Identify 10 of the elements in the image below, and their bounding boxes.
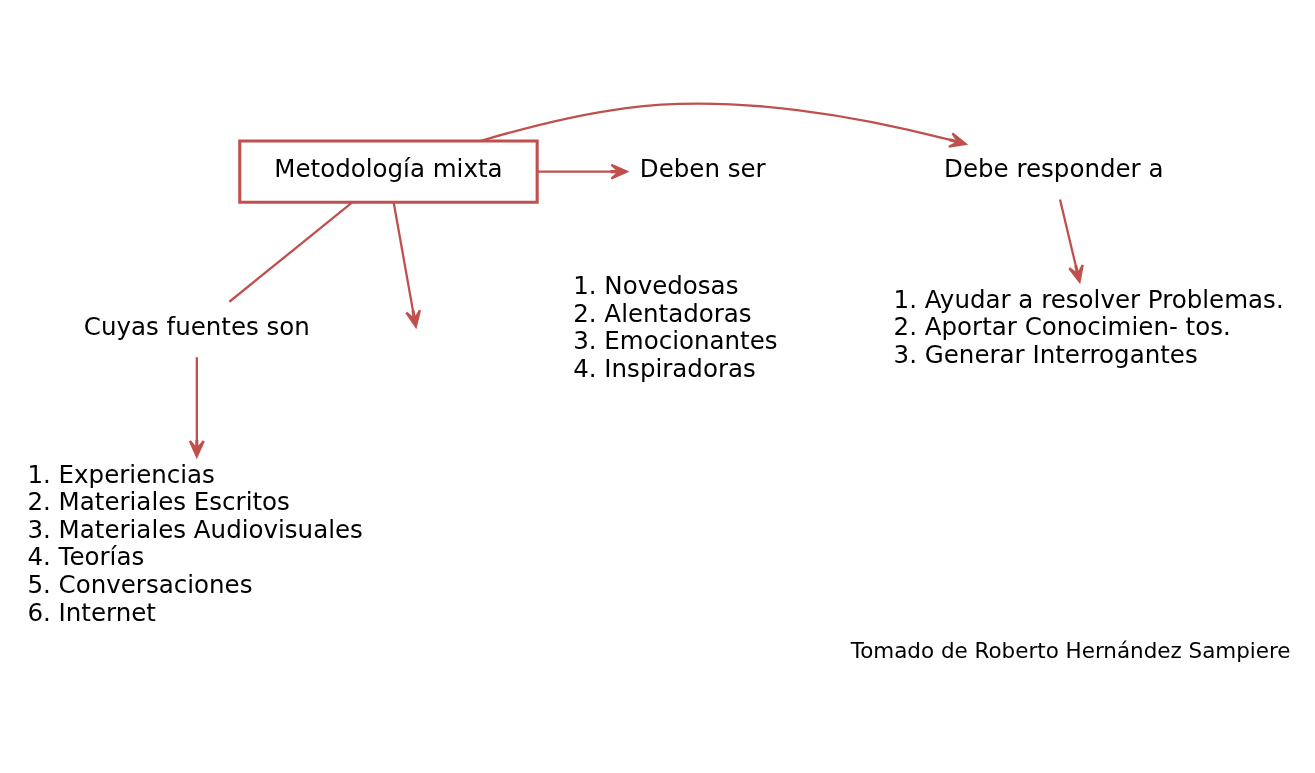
label: 4. Inspiradoras <box>573 353 756 383</box>
caption: Tomado de Roberto Hernández Sampiere <box>850 637 1291 663</box>
node-text: Cuyas fuentes son <box>83 312 310 342</box>
node-text: 1. Experiencias 2. Materiales Escritos 3. Materiales Audiovisuales 4. Teorías 5. Conversaciones 6. Internet <box>27 459 363 627</box>
label: 3. Emocionantes <box>573 326 778 356</box>
label: 2. Alentadoras <box>573 298 752 328</box>
label: 1. Novedosas <box>573 270 739 300</box>
node-text: Deben ser <box>639 154 766 184</box>
node-text: Debe responder a <box>944 154 1164 184</box>
node-text: 1. Ayudar a resolver Problemas. 2. Aportar Conocimien- tos. 3. Generar Interrogantes <box>893 284 1284 369</box>
